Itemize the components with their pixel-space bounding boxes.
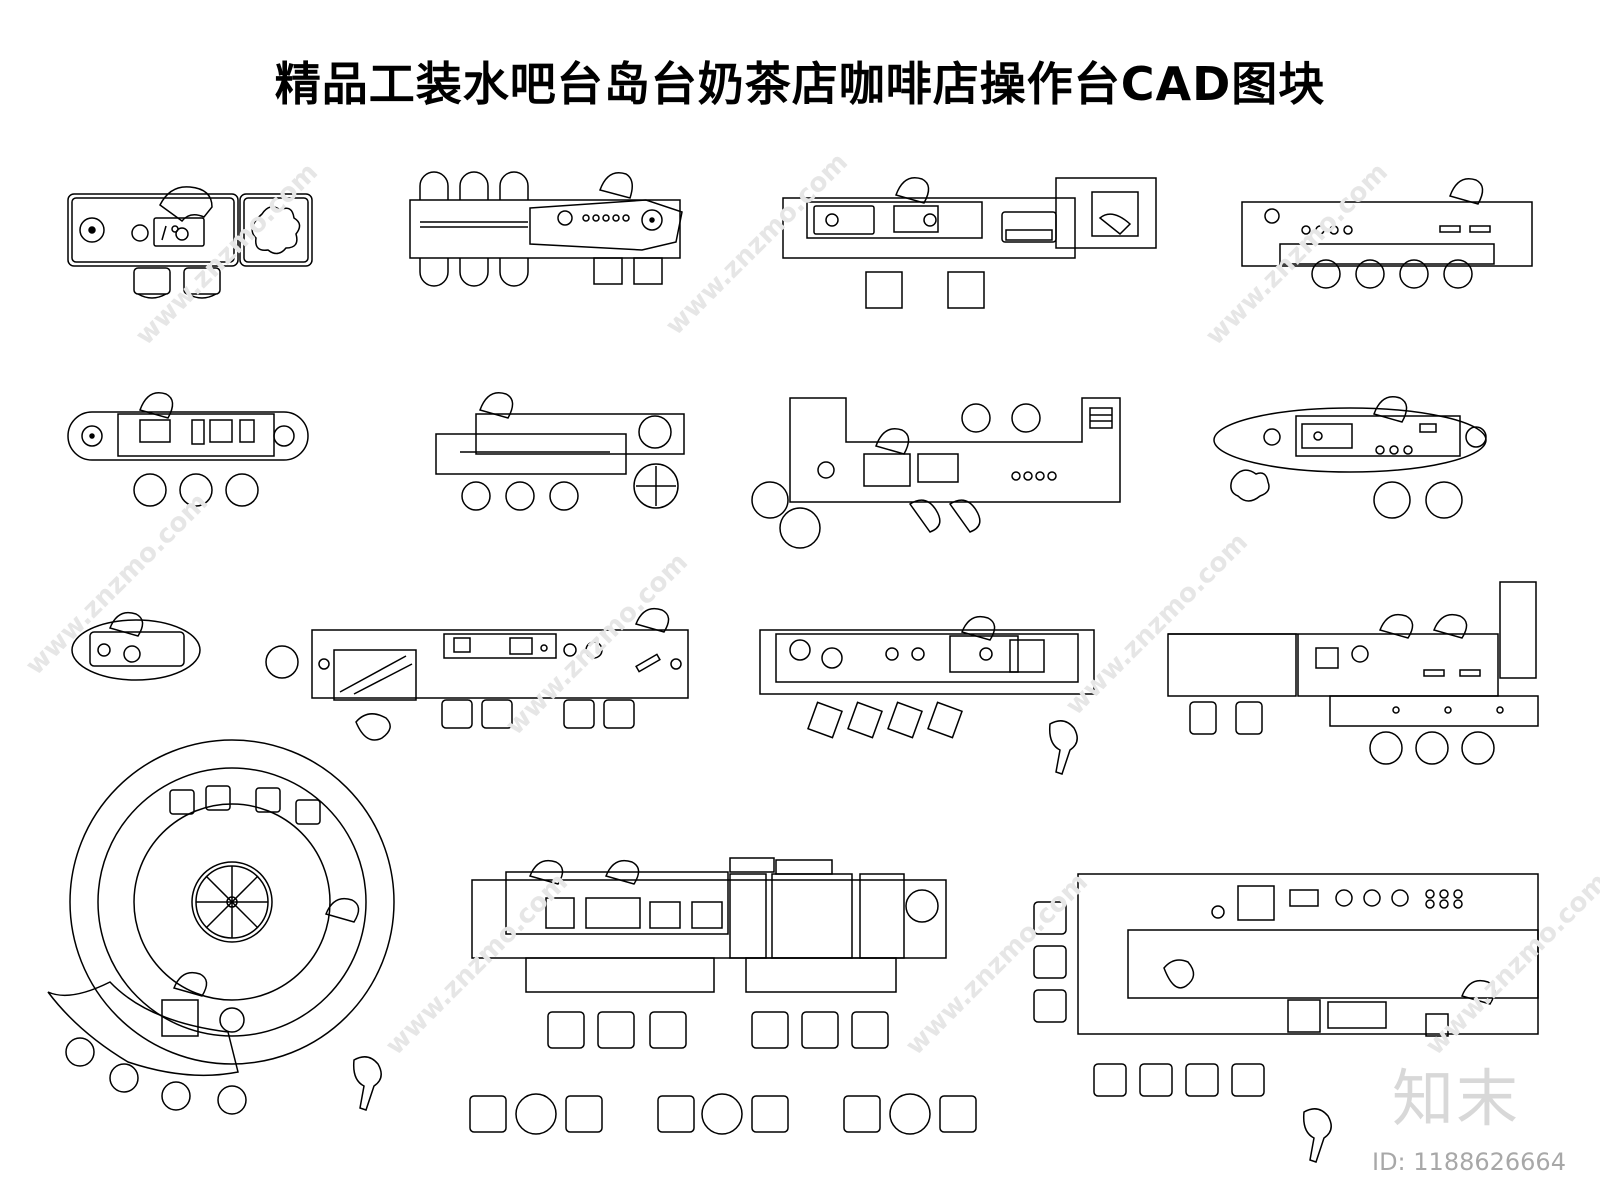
bar-counter-4	[1241, 178, 1533, 289]
bar-counter-10	[265, 607, 689, 741]
bar-counter-7	[751, 397, 1121, 549]
large-service-counter	[1033, 873, 1539, 1163]
bar-counter-9	[71, 611, 201, 681]
bar-counter-1	[67, 186, 313, 299]
bar-counter-2	[409, 171, 683, 287]
bar-counter-5	[67, 392, 309, 507]
bar-counter-8	[1213, 396, 1487, 519]
brand-logo: 知末	[1392, 1062, 1521, 1135]
bar-counter-6	[435, 392, 685, 511]
long-bar-counter	[469, 857, 977, 1135]
image-id: ID: 1188626664	[1372, 1148, 1566, 1176]
page-title: 精品工装水吧台岛台奶茶店咖啡店操作台CAD图块	[274, 57, 1326, 111]
bar-counter-11	[759, 615, 1095, 775]
bar-counter-12	[1167, 581, 1539, 765]
bar-counter-3	[782, 177, 1157, 309]
circular-bar	[47, 739, 395, 1115]
